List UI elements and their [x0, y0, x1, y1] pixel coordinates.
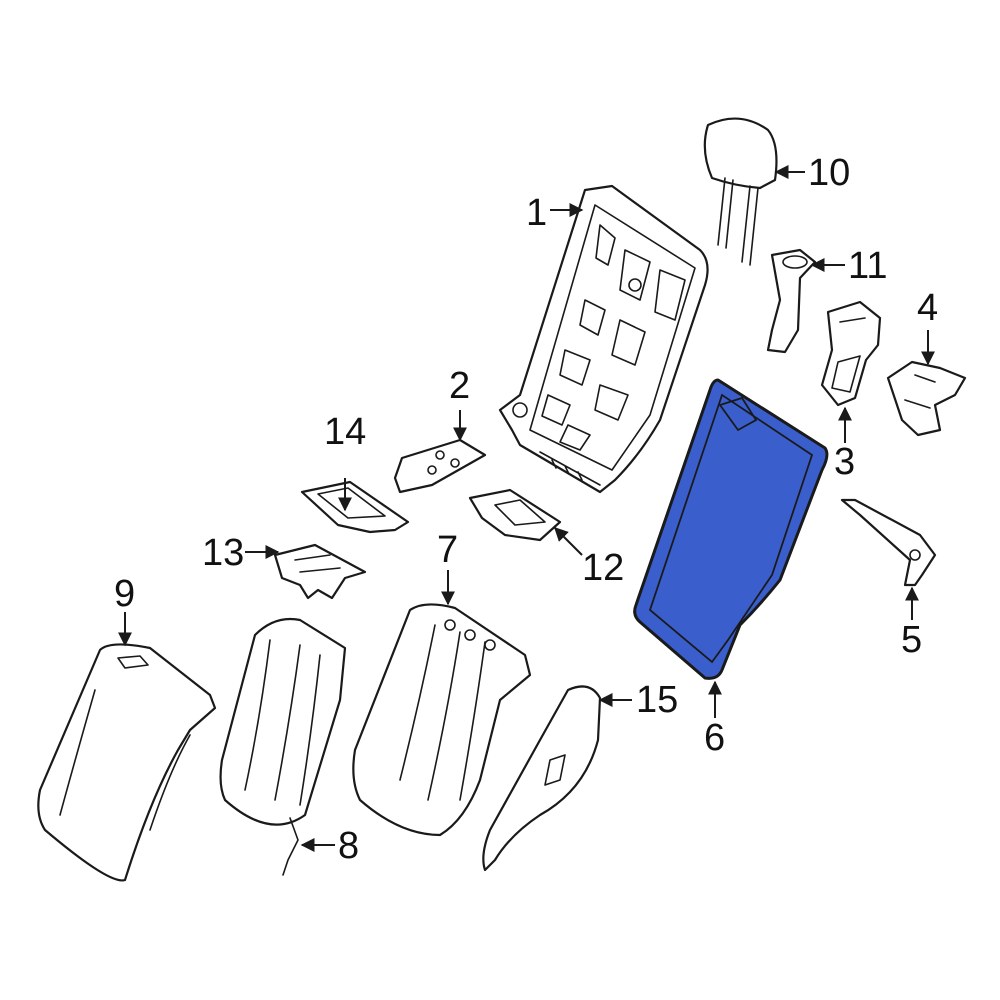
callout-labels: 1 2 3 4 5 6 7 8 9 10 11 12 13 14 15 [114, 152, 938, 867]
part-11-headrest-guide[interactable] [766, 248, 817, 354]
part-8-seat-back-pad[interactable] [219, 617, 347, 876]
part-1-seat-back-frame[interactable] [498, 184, 709, 494]
leader-lines [118, 165, 935, 852]
part-7-seat-back-foam[interactable] [352, 603, 532, 837]
part-15-side-trim[interactable] [482, 685, 602, 872]
callout-6: 6 [704, 717, 725, 759]
part-9-seat-back-cover[interactable] [37, 643, 217, 882]
part-13-clip[interactable] [273, 543, 367, 600]
callout-2: 2 [449, 365, 470, 407]
part-3-bracket[interactable] [820, 300, 882, 407]
part-2-plate[interactable] [393, 438, 487, 494]
callout-1: 1 [526, 192, 547, 234]
callout-12: 12 [582, 547, 624, 589]
part-10-headrest[interactable] [703, 117, 778, 266]
callout-3: 3 [834, 441, 855, 483]
part-12-cover[interactable] [468, 488, 562, 542]
callout-4: 4 [917, 287, 938, 329]
callout-15: 15 [636, 679, 678, 721]
callout-9: 9 [114, 573, 135, 615]
part-4-trim-cover[interactable] [886, 360, 967, 437]
part-5-side-bracket[interactable] [840, 498, 937, 587]
callout-7: 7 [437, 529, 458, 571]
callout-13: 13 [202, 532, 244, 574]
callout-10: 10 [808, 152, 850, 194]
part-6-seat-back-panel[interactable] [633, 378, 829, 680]
part-14-tray[interactable] [300, 480, 410, 534]
callout-11: 11 [848, 245, 887, 287]
callout-14: 14 [324, 411, 366, 453]
callout-5: 5 [901, 619, 922, 661]
callout-8: 8 [338, 825, 359, 867]
